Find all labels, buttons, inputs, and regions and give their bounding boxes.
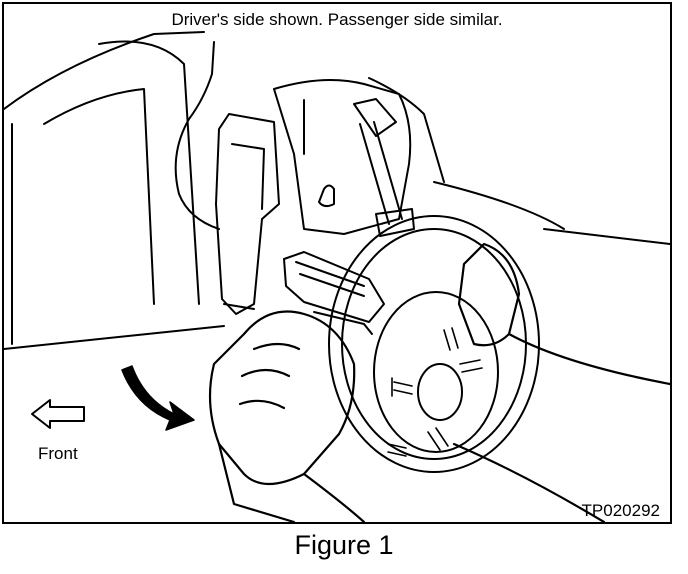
tie-rod: [353, 98, 415, 237]
wheel-studs: [387, 327, 483, 457]
sensor-wire: [174, 41, 220, 230]
hands: [208, 242, 670, 522]
front-arrow-icon: [31, 399, 85, 429]
front-direction-label: Front: [38, 444, 78, 463]
figure-caption: Driver's side shown. Passenger side simi…: [171, 10, 503, 29]
steering-knuckle: [273, 77, 445, 235]
brake-rotor: [328, 215, 540, 473]
figure-code: TP020292: [581, 501, 660, 520]
brake-caliper: [283, 251, 385, 335]
rotation-arrow-icon: [121, 365, 195, 431]
wheel-well: [4, 31, 670, 350]
figure-frame: Driver's side shown. Passenger side simi…: [2, 2, 672, 524]
caliper-bracket: [215, 113, 280, 315]
brake-illustration: [4, 31, 670, 522]
figure-title: Figure 1: [294, 530, 394, 560]
